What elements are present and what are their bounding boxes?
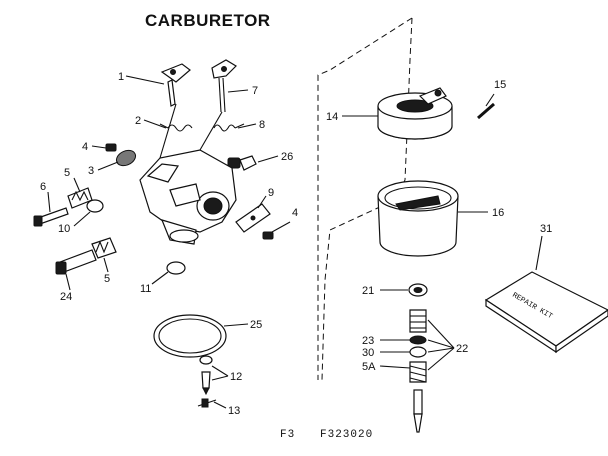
part-4-screw-upper [105,143,117,152]
callout-3: 3 [88,165,94,177]
part-21-gasket [408,283,428,297]
callout-21: 21 [362,285,374,297]
callout-14: 14 [326,111,338,123]
part-4-screw-lower [262,231,274,240]
part-22-bowl-nut-assembly [409,309,427,333]
callout-4-lower: 4 [292,207,298,219]
callout-5A: 5A [362,361,376,373]
part-25-gasket [153,314,227,358]
callout-22: 22 [456,343,468,355]
part-24-main-screw [55,249,97,275]
callout-8: 8 [259,119,265,131]
callout-23: 23 [362,335,374,347]
callout-1: 1 [118,71,124,83]
part-26-fuel-fitting [227,155,257,171]
callout-13: 13 [228,405,240,417]
callout-31: 31 [540,223,552,235]
part-10-washer [86,199,104,213]
figure-number: F3 [280,429,295,441]
callout-25: 25 [250,319,262,331]
part-3-throttle-plate [115,149,137,167]
callout-11: 11 [140,283,151,295]
part-14-float [377,87,453,140]
part-needle-bottom [413,389,423,433]
part-9-choke-plate [235,203,271,233]
callout-7: 7 [252,85,258,97]
part-8-choke-spring [213,123,245,132]
callout-labels: 1 7 2 8 4 3 26 5 6 9 4 10 5 24 11 25 12 … [40,71,552,417]
part-5A-spring [409,361,427,383]
callout-10: 10 [58,223,70,235]
callout-6: 6 [40,181,46,193]
callout-9: 9 [268,187,274,199]
callout-15: 15 [494,79,506,91]
carburetor-body [139,103,237,245]
callout-16: 16 [492,207,504,219]
part-15-float-pin [477,102,495,120]
part-30-o-ring [409,346,427,358]
part-31-repair-kit: REPAIR KIT [484,271,608,354]
part-7-choke-lever [211,59,237,113]
part-5-spring-lower [91,237,117,259]
part-13-pin [197,398,217,408]
diagram-title: CARBURETOR [145,11,271,30]
callout-2: 2 [135,115,141,127]
callout-26: 26 [281,151,293,163]
callout-12: 12 [230,371,242,383]
part-16-fuel-bowl [377,180,459,257]
part-6-idle-screw [33,207,69,227]
callout-5-upper: 5 [64,167,70,179]
leader-lines [47,75,543,409]
callout-24: 24 [60,291,72,303]
part-12-inlet-needle [199,355,213,396]
part-2-spring [159,123,193,132]
figure-footer: F3 F323020 [280,429,373,441]
callout-5-lower: 5 [104,273,110,285]
part-1-throttle-lever [160,63,191,107]
callout-30: 30 [362,347,374,359]
figure-code: F323020 [320,429,373,441]
part-23-washer [409,335,427,345]
callout-4-upper: 4 [82,141,88,153]
part-11-o-ring [166,261,186,275]
